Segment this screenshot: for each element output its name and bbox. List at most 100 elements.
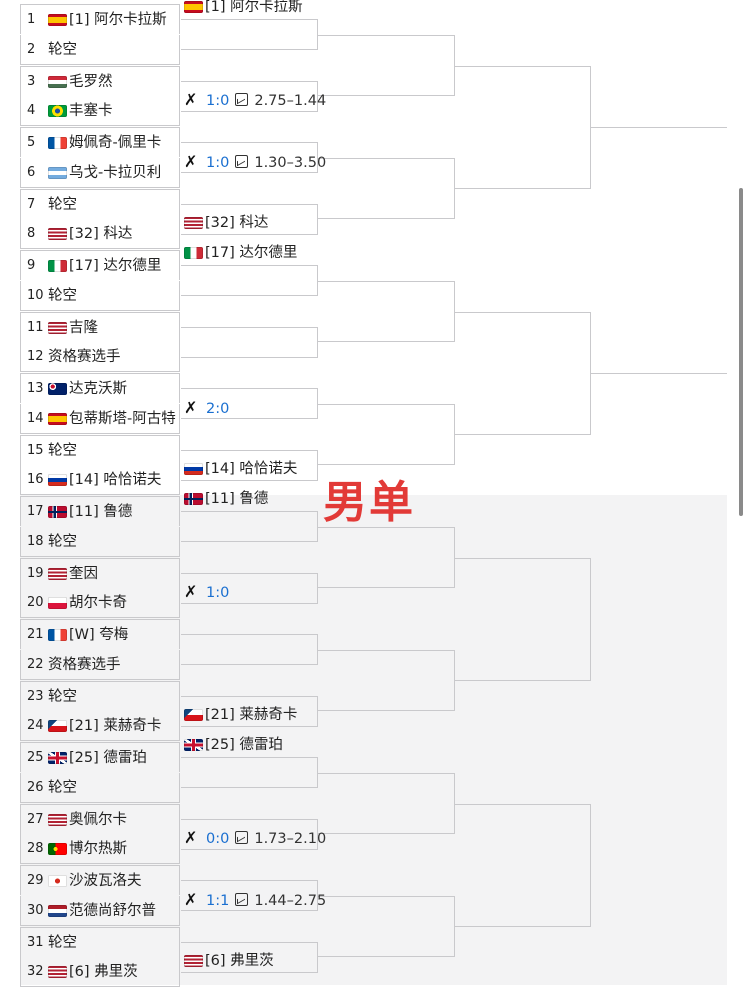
bracket-entrant[interactable]: 21[W] 夸梅 — [20, 619, 180, 649]
player-name: 资格赛选手 — [48, 656, 121, 673]
draw-number: 6 — [27, 164, 36, 180]
bracket-entrant[interactable]: 25[25] 德雷珀 — [20, 742, 180, 772]
bracket-connector-r4 — [455, 557, 591, 681]
bracket-entrant[interactable]: 1[1] 阿尔卡拉斯 — [20, 4, 180, 34]
player-name: [1] 阿尔卡拉斯 — [69, 12, 167, 28]
draw-number: 8 — [27, 226, 36, 242]
player-name: [14] 哈恰诺夫 — [69, 472, 162, 489]
player-name: [21] 莱赫奇卡 — [69, 718, 162, 735]
draw-number: 10 — [27, 287, 44, 303]
match-info[interactable]: ✗ 0:0 1.73–2.10 — [184, 828, 326, 848]
bracket-entrant[interactable]: 8[32] 科达 — [20, 219, 180, 250]
advancing-player[interactable]: [1] 阿尔卡拉斯 — [184, 0, 303, 17]
advancing-player[interactable]: [25] 德雷珀 — [184, 735, 283, 755]
flag-por-icon — [48, 843, 67, 856]
bracket-connector-r2 — [181, 880, 318, 912]
odds-chart-icon — [235, 893, 249, 907]
bracket-connector-r2 — [181, 449, 318, 481]
bracket-connector-r3 — [318, 895, 455, 958]
bracket-connector-r2 — [181, 388, 318, 420]
advancing-player[interactable]: [32] 科达 — [184, 213, 268, 233]
bracket-entrant[interactable]: 24[21] 莱赫奇卡 — [20, 711, 180, 742]
match-odds: 1.73–2.10 — [254, 830, 327, 847]
flag-fra-icon — [48, 137, 67, 149]
bracket-connector-r2 — [181, 142, 318, 174]
advancing-player[interactable]: [6] 弗里茨 — [184, 951, 274, 971]
draw-number: 19 — [27, 565, 44, 581]
draw-number: 18 — [27, 533, 44, 549]
advancing-player-name: [17] 达尔德里 — [205, 245, 298, 262]
bracket-entrant[interactable]: 9[17] 达尔德里 — [20, 250, 180, 280]
flag-bra-icon — [48, 105, 67, 118]
advancing-player[interactable]: [14] 哈恰诺夫 — [184, 459, 297, 479]
bracket-entrant[interactable]: 17[11] 鲁德 — [20, 496, 180, 526]
player-name: 包蒂斯塔-阿古特 — [69, 410, 176, 427]
flag-gbr-icon — [184, 739, 203, 752]
flag-pol-icon — [48, 597, 67, 610]
player-name: 姆佩奇-佩里卡 — [69, 135, 162, 151]
flag-usa-icon — [48, 813, 67, 826]
match-score: 0:0 — [206, 830, 230, 847]
flag-usa-icon — [48, 228, 67, 241]
advancing-player-name: [32] 科达 — [205, 214, 269, 231]
crossed-swords-icon: ✗ — [184, 827, 198, 847]
bracket-entrant[interactable]: 32[6] 弗里茨 — [20, 957, 180, 987]
crossed-swords-icon: ✗ — [184, 398, 198, 418]
bracket-connector-r2 — [181, 265, 318, 297]
flag-usa-icon — [48, 321, 67, 334]
flag-ita-icon — [184, 247, 203, 260]
match-info[interactable]: ✗ 2:0 — [184, 398, 229, 418]
bracket-connector-r2 — [181, 572, 318, 604]
match-info[interactable]: ✗1:0 — [184, 582, 229, 602]
bracket-entrant[interactable]: 16[14] 哈恰诺夫 — [20, 465, 180, 496]
draw-number: 17 — [27, 504, 44, 519]
advancing-player[interactable]: [11] 鲁德 — [184, 489, 268, 509]
bracket-connector-r3 — [318, 649, 455, 712]
player-name: [25] 德雷珀 — [69, 750, 147, 766]
bracket-connector-r3 — [318, 403, 455, 466]
odds-chart-icon — [235, 155, 249, 169]
advancing-player[interactable]: [21] 莱赫奇卡 — [184, 705, 297, 725]
flag-rus-icon — [184, 462, 203, 475]
player-name: 轮空 — [48, 688, 77, 705]
bracket-connector-r5 — [591, 373, 727, 374]
advancing-player[interactable]: [17] 达尔德里 — [184, 243, 297, 263]
bracket-connector-r4 — [455, 65, 591, 189]
bracket-entrant[interactable]: 6 乌戈-卡拉贝利 — [20, 157, 180, 188]
bracket-connector-r2 — [181, 19, 318, 51]
player-name: 乌戈-卡拉贝利 — [69, 164, 162, 181]
match-score: 2:0 — [206, 401, 230, 418]
bracket-connector-r2 — [181, 757, 318, 789]
bracket-connector-r3 — [318, 157, 455, 220]
advancing-player-name: [25] 德雷珀 — [205, 737, 283, 754]
draw-number: 32 — [27, 964, 44, 980]
scrollbar[interactable] — [739, 188, 743, 516]
crossed-swords-icon: ✗ — [184, 890, 198, 910]
flag-nor-icon — [184, 493, 203, 506]
